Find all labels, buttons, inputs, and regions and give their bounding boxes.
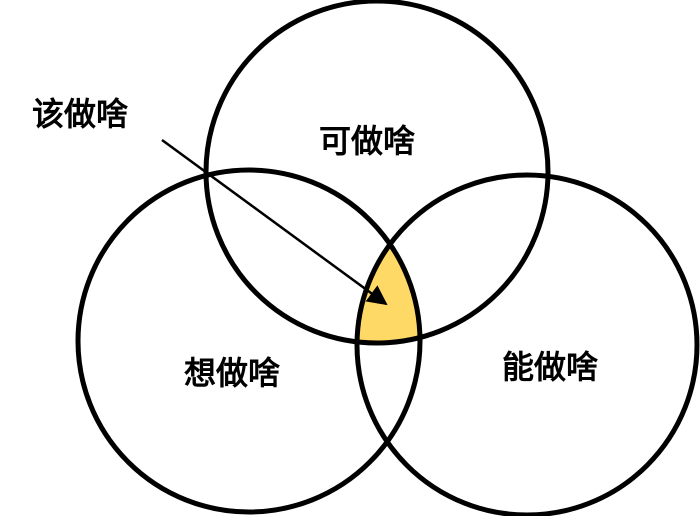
label-pointer: 该做啥 [32,95,128,133]
circle-right [354,172,700,516]
label-right: 能做啥 [502,348,598,386]
label-left: 想做啥 [184,354,280,392]
circle-left [75,167,423,515]
pointer-arrow [161,138,388,306]
label-top: 可做啥 [319,122,415,160]
